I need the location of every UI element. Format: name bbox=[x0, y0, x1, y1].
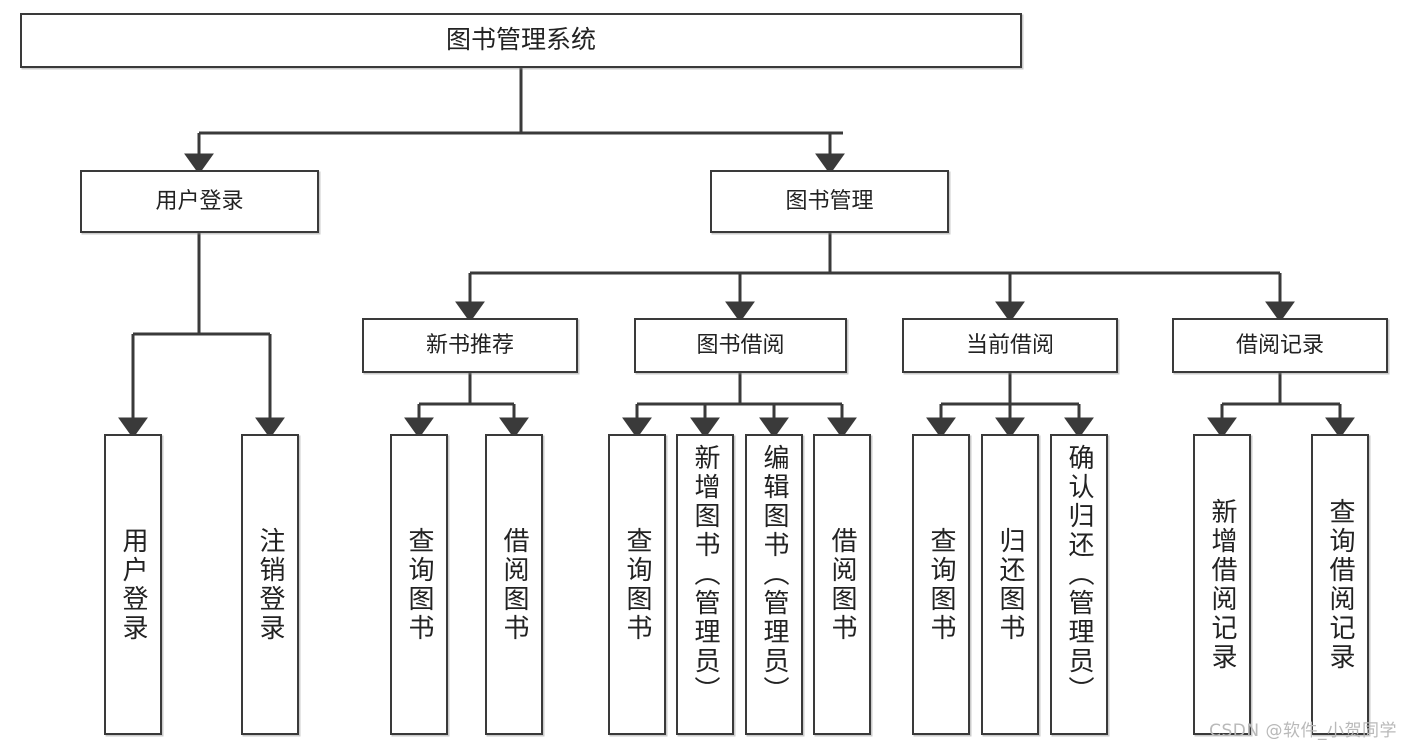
node-user-login[interactable]: 用户登录 bbox=[80, 170, 319, 233]
node-label: 借阅图书 bbox=[499, 526, 529, 643]
node-leaf-user-login[interactable]: 用户登录 bbox=[104, 434, 162, 735]
node-leaf-edit-book-admin[interactable]: 编辑图书（管理员） bbox=[745, 434, 803, 735]
node-label: 查询图书 bbox=[622, 526, 652, 643]
node-leaf-query-borrowing-record[interactable]: 查询借阅记录 bbox=[1311, 434, 1369, 735]
node-label: 图书管理系统 bbox=[445, 25, 596, 55]
node-current-borrowing[interactable]: 当前借阅 bbox=[902, 318, 1118, 373]
node-label: 借阅图书 bbox=[827, 526, 857, 643]
node-book-borrowing[interactable]: 图书借阅 bbox=[634, 318, 847, 373]
node-leaf-borrow-book-newbook[interactable]: 借阅图书 bbox=[485, 434, 543, 735]
node-root-book-management-system[interactable]: 图书管理系统 bbox=[20, 13, 1022, 68]
node-label: 新增图书（管理员） bbox=[690, 444, 720, 705]
node-label: 新书推荐 bbox=[425, 332, 514, 358]
node-label: 借阅记录 bbox=[1235, 332, 1324, 358]
node-new-book-recommendation[interactable]: 新书推荐 bbox=[362, 318, 578, 373]
node-borrowing-record[interactable]: 借阅记录 bbox=[1172, 318, 1388, 373]
node-label: 确认归还（管理员） bbox=[1064, 444, 1094, 705]
node-leaf-borrow-book-borrowing[interactable]: 借阅图书 bbox=[813, 434, 871, 735]
node-label: 当前借阅 bbox=[965, 332, 1054, 358]
node-leaf-confirm-return-admin[interactable]: 确认归还（管理员） bbox=[1050, 434, 1108, 735]
node-book-management[interactable]: 图书管理 bbox=[710, 170, 949, 233]
node-label: 归还图书 bbox=[995, 526, 1025, 643]
node-label: 图书借阅 bbox=[696, 332, 785, 358]
node-leaf-query-book-borrowing[interactable]: 查询图书 bbox=[608, 434, 666, 735]
node-label: 查询借阅记录 bbox=[1325, 497, 1355, 672]
node-label: 用户登录 bbox=[155, 188, 244, 214]
node-label: 查询图书 bbox=[926, 526, 956, 643]
node-leaf-add-borrowing-record[interactable]: 新增借阅记录 bbox=[1193, 434, 1251, 735]
csdn-watermark: CSDN @软件_小贺同学 bbox=[1209, 721, 1397, 741]
node-leaf-add-book-admin[interactable]: 新增图书（管理员） bbox=[676, 434, 734, 735]
node-label: 查询图书 bbox=[404, 526, 434, 643]
node-leaf-query-book-current[interactable]: 查询图书 bbox=[912, 434, 970, 735]
node-label: 编辑图书（管理员） bbox=[759, 444, 789, 705]
node-label: 新增借阅记录 bbox=[1207, 497, 1237, 672]
node-label: 用户登录 bbox=[118, 526, 148, 643]
node-label: 图书管理 bbox=[785, 188, 874, 214]
node-label: 注销登录 bbox=[255, 526, 285, 643]
node-leaf-return-book[interactable]: 归还图书 bbox=[981, 434, 1039, 735]
node-leaf-query-book-newbook[interactable]: 查询图书 bbox=[390, 434, 448, 735]
node-leaf-logout[interactable]: 注销登录 bbox=[241, 434, 299, 735]
